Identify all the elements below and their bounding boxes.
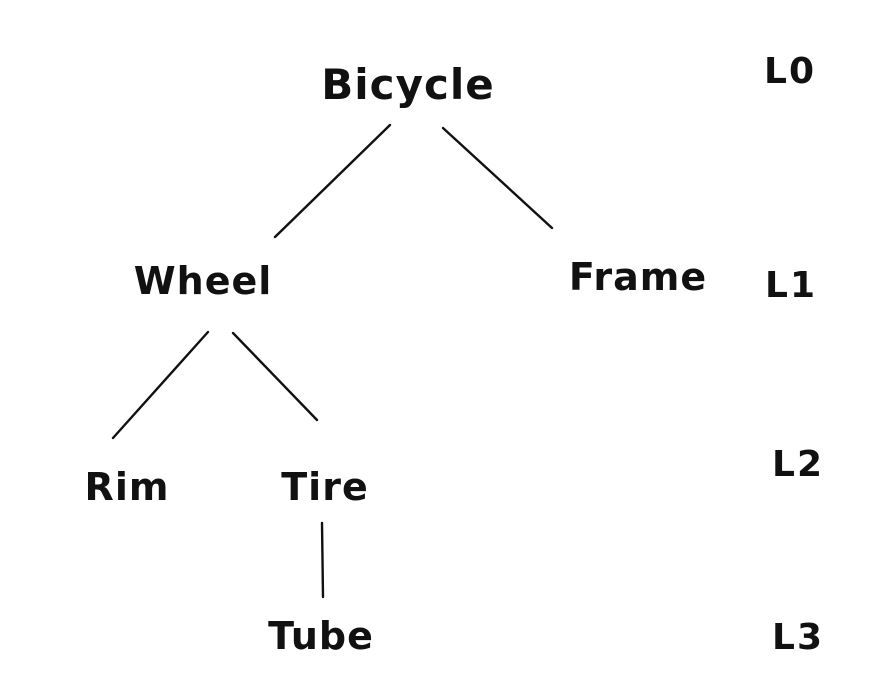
edge-wheel-tire xyxy=(231,331,319,422)
node-bicycle: Bicycle xyxy=(321,60,495,109)
level-label-l2: L2 xyxy=(772,444,824,485)
node-rim: Rim xyxy=(84,465,170,509)
node-tube: Tube xyxy=(268,614,374,658)
edge-wheel-rim xyxy=(111,330,210,440)
node-tire: Tire xyxy=(281,465,369,509)
edge-bicycle-frame xyxy=(441,126,554,230)
edge-tire-tube xyxy=(320,521,325,599)
level-label-l3: L3 xyxy=(772,617,824,658)
level-label-l0: L0 xyxy=(764,51,816,92)
level-label-l1: L1 xyxy=(765,265,817,306)
node-frame: Frame xyxy=(568,255,708,299)
edge-bicycle-wheel xyxy=(273,123,392,239)
node-wheel: Wheel xyxy=(133,259,273,303)
